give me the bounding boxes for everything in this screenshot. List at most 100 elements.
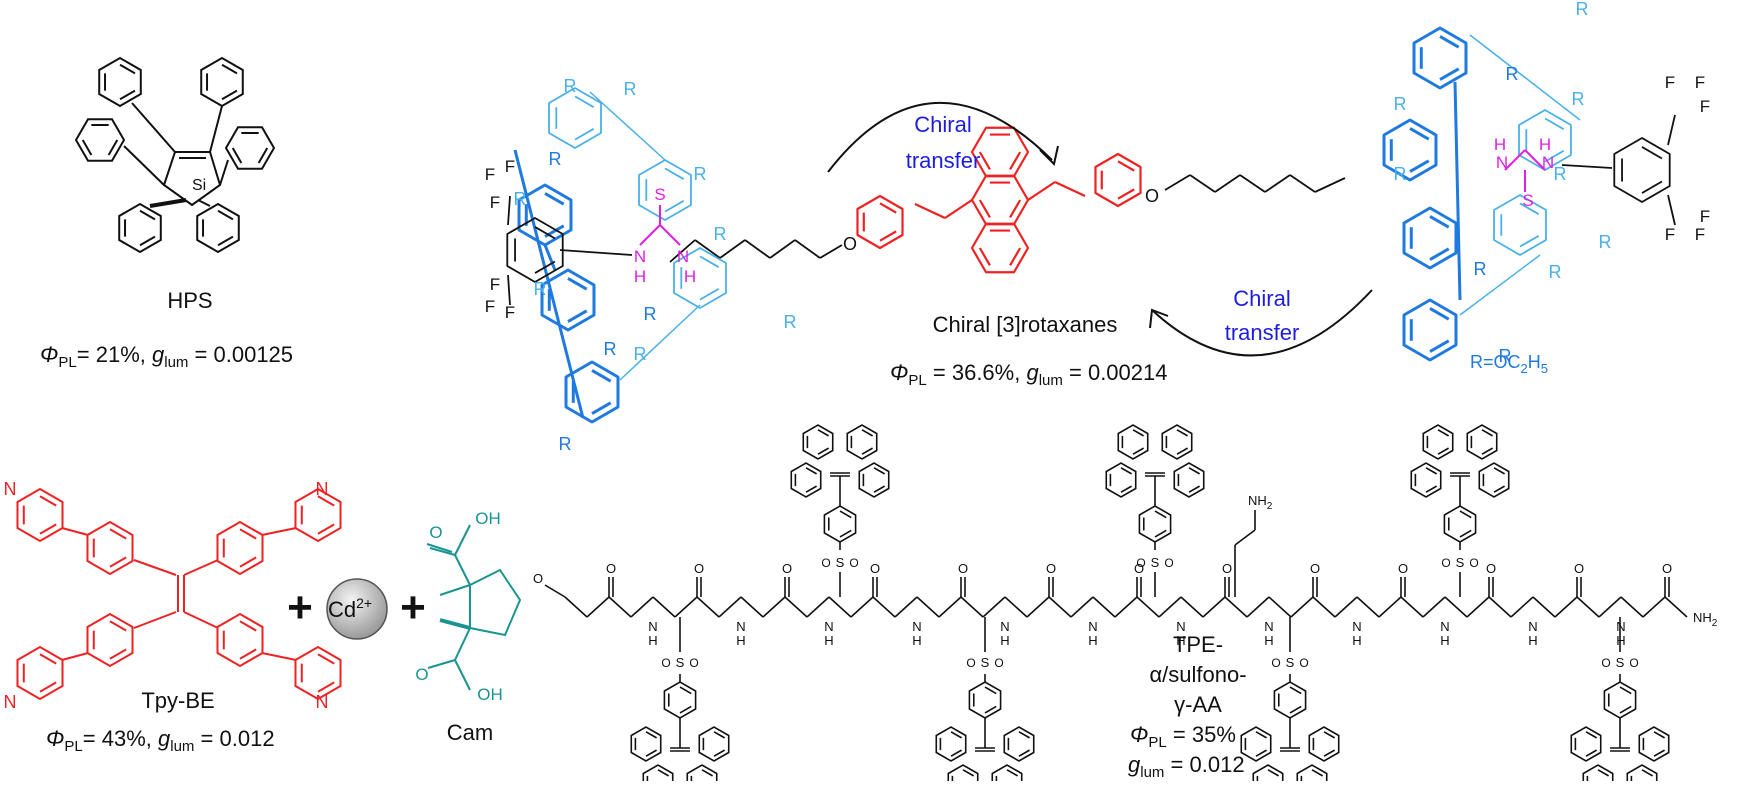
oxygen-atom: O	[689, 656, 698, 670]
double-bond	[1481, 429, 1494, 437]
bond	[1378, 596, 1402, 618]
double-bond	[1176, 447, 1189, 455]
double-bond	[817, 429, 830, 437]
double-bond	[1493, 467, 1506, 475]
phenyl-ring	[935, 726, 967, 762]
nitrogen-atom: N	[4, 692, 17, 712]
phenyl-ring	[1582, 764, 1614, 786]
hps-phi-symbol: Φ	[40, 342, 58, 367]
bond	[427, 659, 456, 669]
double-bond	[1653, 731, 1666, 739]
phenyl-ring	[846, 424, 878, 460]
bond	[1504, 149, 1526, 171]
double-bond	[1255, 749, 1268, 757]
plus-sign-2: +	[400, 583, 426, 632]
double-bond	[1429, 215, 1450, 229]
r-substituent: R	[549, 149, 562, 169]
bond	[1664, 596, 1688, 618]
bond	[1400, 596, 1424, 618]
bond	[507, 195, 511, 226]
double-bond	[1255, 731, 1268, 739]
bond	[938, 596, 962, 618]
double-bond	[1323, 749, 1336, 757]
phenyl-ring	[1117, 424, 1149, 460]
oxygen-atom: O	[1662, 561, 1672, 576]
phenylene-ring	[856, 194, 904, 250]
r-substituent: R	[1549, 262, 1562, 282]
double-bond	[1653, 749, 1666, 757]
bond	[850, 596, 874, 618]
double-bond	[317, 653, 335, 665]
double-bond	[107, 139, 119, 156]
chiral-transfer-top-line1: Chiral	[914, 112, 971, 137]
oxygen-atom: O	[533, 571, 543, 586]
bond	[1510, 596, 1534, 618]
bond	[183, 611, 219, 629]
pyridine-ring	[294, 487, 342, 543]
bond	[1189, 174, 1216, 193]
hps-g-sub: lum	[164, 354, 188, 371]
double-bond	[109, 556, 127, 568]
r-substituent: R	[1554, 164, 1567, 184]
anthracene-ring	[970, 222, 1030, 274]
bond	[1268, 596, 1292, 618]
oxygen-atom: O	[782, 561, 792, 576]
nitrogen-atom: N	[1000, 619, 1009, 634]
aryl-ring	[506, 217, 564, 283]
bond	[559, 249, 633, 256]
hps-g-symbol: g	[152, 342, 165, 367]
phenyl-ring	[74, 118, 126, 162]
phenyl-ring	[118, 202, 162, 254]
double-bond	[1641, 146, 1663, 160]
phenyl-ring	[98, 56, 142, 108]
double-bond	[221, 89, 238, 101]
phenyl-ring	[630, 726, 662, 762]
bond	[819, 244, 843, 259]
pillar-ring	[1493, 194, 1547, 256]
double-bond	[217, 209, 234, 221]
double-bond	[1425, 467, 1438, 475]
phenyl-ring	[1626, 764, 1658, 786]
r-substituent: R	[1506, 64, 1519, 84]
r-substituent: R	[1499, 346, 1512, 366]
double-bond	[109, 620, 127, 632]
double-bond	[657, 769, 670, 777]
hydrogen-atom: H	[1176, 633, 1185, 648]
r-substituent: R	[514, 189, 527, 209]
nitrogen-atom: N	[316, 479, 329, 499]
fluorine-atom: F	[1700, 207, 1710, 226]
double-bond	[239, 620, 257, 632]
double-bond	[1289, 686, 1302, 695]
nitrogen-atom: N	[824, 619, 833, 634]
double-bond	[1437, 429, 1450, 437]
double-bond	[1188, 467, 1201, 475]
double-bond	[1429, 339, 1450, 353]
double-bond	[978, 199, 991, 219]
peptide-g: glum = 0.012	[1128, 752, 1245, 781]
double-bond	[699, 288, 720, 301]
bond	[806, 596, 830, 618]
double-bond	[1289, 705, 1302, 714]
oxygen-atom: O	[1164, 556, 1173, 570]
fluorine-atom: F	[490, 193, 500, 212]
phenyl-ring	[1161, 424, 1193, 460]
r-substituent: R	[1572, 89, 1585, 109]
bond	[619, 304, 701, 381]
cd-ion-label: Cd2+	[328, 595, 372, 622]
aryl-ring	[1613, 137, 1671, 203]
bond	[1136, 596, 1160, 618]
bond	[454, 659, 471, 691]
hydrogen-atom: H	[912, 633, 921, 648]
double-bond	[544, 192, 565, 206]
bond	[564, 596, 588, 618]
chiral-transfer-bottom-line2: transfer	[1225, 320, 1300, 345]
sulfur-atom: S	[1616, 655, 1625, 670]
double-bond	[567, 309, 588, 323]
double-bond	[1439, 35, 1460, 49]
peptide-name-line3: γ-AA	[1174, 692, 1222, 717]
bond	[1264, 174, 1291, 193]
r-substituent: R	[644, 304, 657, 324]
oxygen-atom: O	[415, 665, 428, 684]
pillar-ring	[1402, 298, 1458, 362]
